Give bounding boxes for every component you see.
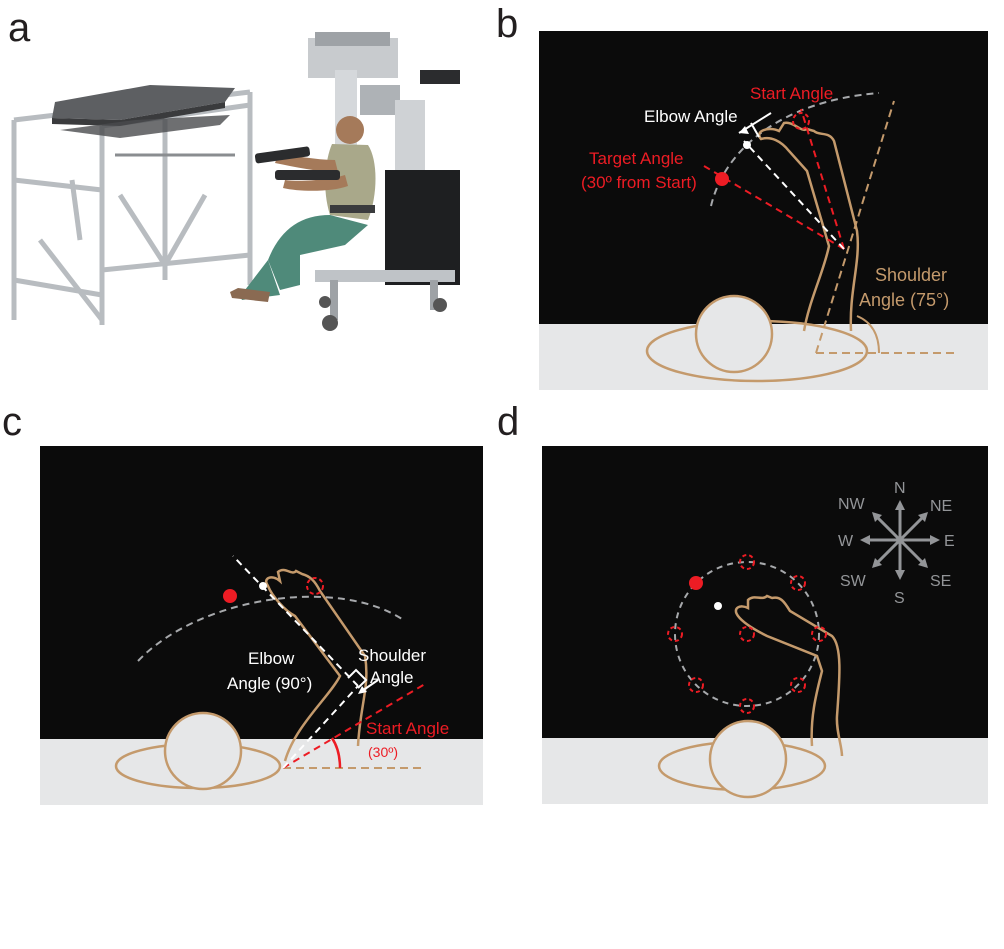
active-target-dot [689,576,703,590]
hand-position-dot [743,141,751,149]
panel-label-d: d [497,400,520,444]
target-sw [688,677,704,693]
start-angle-label: Start Angle [366,719,449,738]
compass-label-se: SE [930,573,951,590]
compass-label-ne: NE [930,498,952,515]
target-s [739,698,755,714]
elbow-angle-sublabel: Angle (90°) [227,674,312,693]
arm-outline [758,121,860,332]
shoulder-angle-sublabel: Angle (75°) [859,290,949,310]
head-outline [694,294,774,374]
target-ring [674,561,820,707]
target-nw-center [739,626,755,642]
reach-arc [137,595,406,662]
panel-d-diagram: N NE E SE S SW W NW [542,446,988,804]
elbow-angle-label: Elbow Angle [644,107,738,126]
compass-rose [860,500,940,580]
arm-outline [264,568,368,762]
head-outline [163,711,243,791]
start-target-circle [792,112,810,130]
compass-label-w: W [838,533,854,550]
table-top [52,85,235,120]
shoulder-angle-sublabel: Angle [370,668,413,687]
elbow-angle-line [232,555,359,687]
panel-a-robot-illustration [0,30,480,350]
start-angle-value: (30º) [368,744,398,760]
panel-c-diagram: Elbow Angle (90°) Shoulder Angle Start A… [40,446,483,805]
panel-d: N NE E SE S SW W NW [542,446,988,804]
start-angle-arc [330,737,342,769]
shoulder-angle-arrow [361,679,379,692]
compass-label-s: S [894,590,905,607]
shoulder-angle-arc [856,315,880,354]
seated-person [230,116,376,302]
workspace-background [542,446,988,738]
shoulder-angle-label: Shoulder [875,265,947,285]
target-angle-label: Target Angle [589,149,684,168]
compass-label-sw: SW [840,573,867,590]
shoulder-angle-label: Shoulder [358,646,426,665]
target-n [739,554,755,570]
target-w [667,626,683,642]
target-e [811,626,827,642]
reach-arc [710,92,880,207]
target-dot [223,589,237,603]
panel-c: Elbow Angle (90°) Shoulder Angle Start A… [40,446,483,805]
target-ne [790,575,806,591]
start-angle-line [800,108,845,250]
compass-label-n: N [894,480,906,497]
arm-outline [734,594,844,757]
target-dot [715,172,729,186]
workspace-background [40,446,483,739]
compass-label-nw: NW [838,496,866,513]
panel-b-diagram: Start Angle Elbow Angle Target Angle (30… [539,31,988,390]
hand-position-dot [259,582,267,590]
compass-label-e: E [944,533,955,550]
reach-targets [667,554,827,714]
exoskeleton-rig-illustration [11,32,460,331]
head-outline [708,719,788,799]
table-surface [40,739,483,805]
start-angle-line [282,683,426,769]
panel-label-a: a [8,6,31,50]
panel-b: Start Angle Elbow Angle Target Angle (30… [539,31,988,390]
elbow-angle-line [743,140,845,250]
table-frame [11,89,253,325]
target-se [790,677,806,693]
panel-label-c: c [2,400,22,444]
hand-position-dot [714,602,722,610]
shoulder-line [282,685,359,769]
right-angle-marker [347,668,368,689]
start-angle-label: Start Angle [750,84,833,103]
elbow-angle-label: Elbow [248,649,295,668]
target-angle-sublabel: (30º from Start) [581,173,697,192]
panel-label-b: b [496,2,519,46]
start-target-circle [306,577,324,595]
